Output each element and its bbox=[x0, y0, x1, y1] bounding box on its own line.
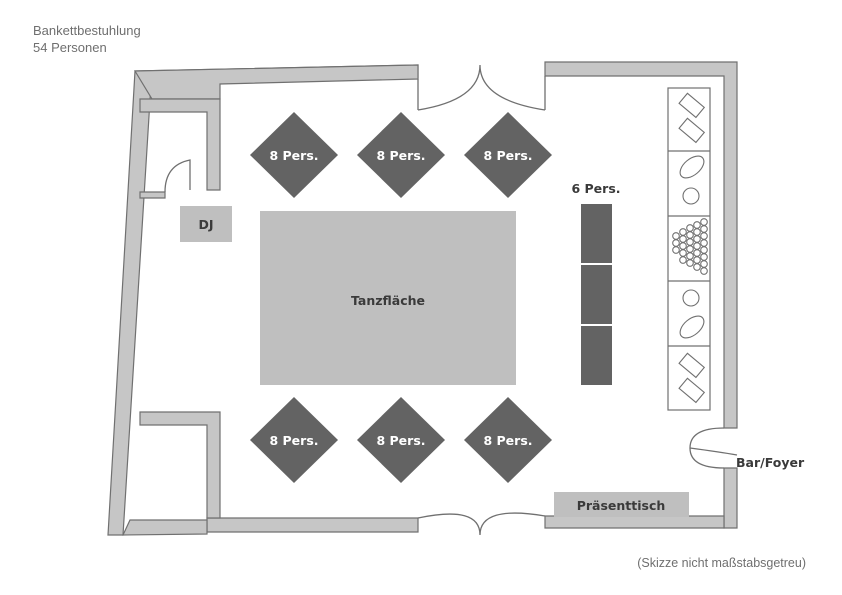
table-bottom-3: 8 Pers. bbox=[464, 397, 552, 483]
wall-top-right bbox=[544, 61, 738, 429]
table-bottom-1: 8 Pers. bbox=[250, 397, 338, 483]
wall-stub-upper bbox=[139, 191, 166, 199]
door-right bbox=[689, 427, 738, 469]
table-label: 8 Pers. bbox=[483, 433, 532, 448]
plan-title: Bankettbestuhlung bbox=[33, 23, 141, 38]
doors bbox=[164, 64, 738, 536]
door-top bbox=[417, 64, 546, 111]
presentation-table-label: Präsenttisch bbox=[577, 498, 666, 513]
wall-bottom-outer bbox=[122, 519, 208, 536]
door-dj bbox=[164, 159, 191, 193]
table-label: 8 Pers. bbox=[376, 148, 425, 163]
scale-disclaimer: (Skizze nicht maßstabsgetreu) bbox=[637, 556, 806, 570]
wall-right-lower bbox=[723, 467, 738, 529]
table-top-1: 8 Pers. bbox=[250, 112, 338, 198]
table-label: 8 Pers. bbox=[376, 433, 425, 448]
plan-header: Bankettbestuhlung 54 Personen bbox=[33, 22, 141, 56]
bar-foyer-label: Bar/Foyer bbox=[736, 455, 805, 470]
dj-booth: DJ bbox=[180, 206, 232, 242]
dance-floor: Tanzfläche bbox=[260, 211, 516, 385]
table-top-2: 8 Pers. bbox=[357, 112, 445, 198]
table-label: 8 Pers. bbox=[269, 148, 318, 163]
table-top-3: 8 Pers. bbox=[464, 112, 552, 198]
plan-capacity: 54 Personen bbox=[33, 40, 107, 55]
long-table: 6 Pers. bbox=[571, 181, 621, 385]
long-table-label: 6 Pers. bbox=[571, 181, 620, 196]
wall-dj-booth bbox=[139, 98, 221, 191]
wall-bottom-left bbox=[206, 517, 419, 533]
door-bottom bbox=[417, 512, 546, 536]
wall-bottom-right bbox=[544, 515, 725, 529]
table-label: 8 Pers. bbox=[483, 148, 532, 163]
dance-floor-label: Tanzfläche bbox=[351, 293, 425, 308]
tables: 8 Pers. 8 Pers. 8 Pers. 8 Pers. 8 Pers. … bbox=[250, 112, 552, 483]
bar-counter bbox=[667, 87, 711, 411]
wall-top-left bbox=[133, 64, 419, 100]
table-label: 8 Pers. bbox=[269, 433, 318, 448]
dj-label: DJ bbox=[198, 217, 213, 232]
presentation-table: Präsenttisch bbox=[554, 492, 689, 517]
glasses-cluster bbox=[672, 218, 708, 275]
table-bottom-2: 8 Pers. bbox=[357, 397, 445, 483]
wall-storage-room bbox=[139, 411, 221, 519]
